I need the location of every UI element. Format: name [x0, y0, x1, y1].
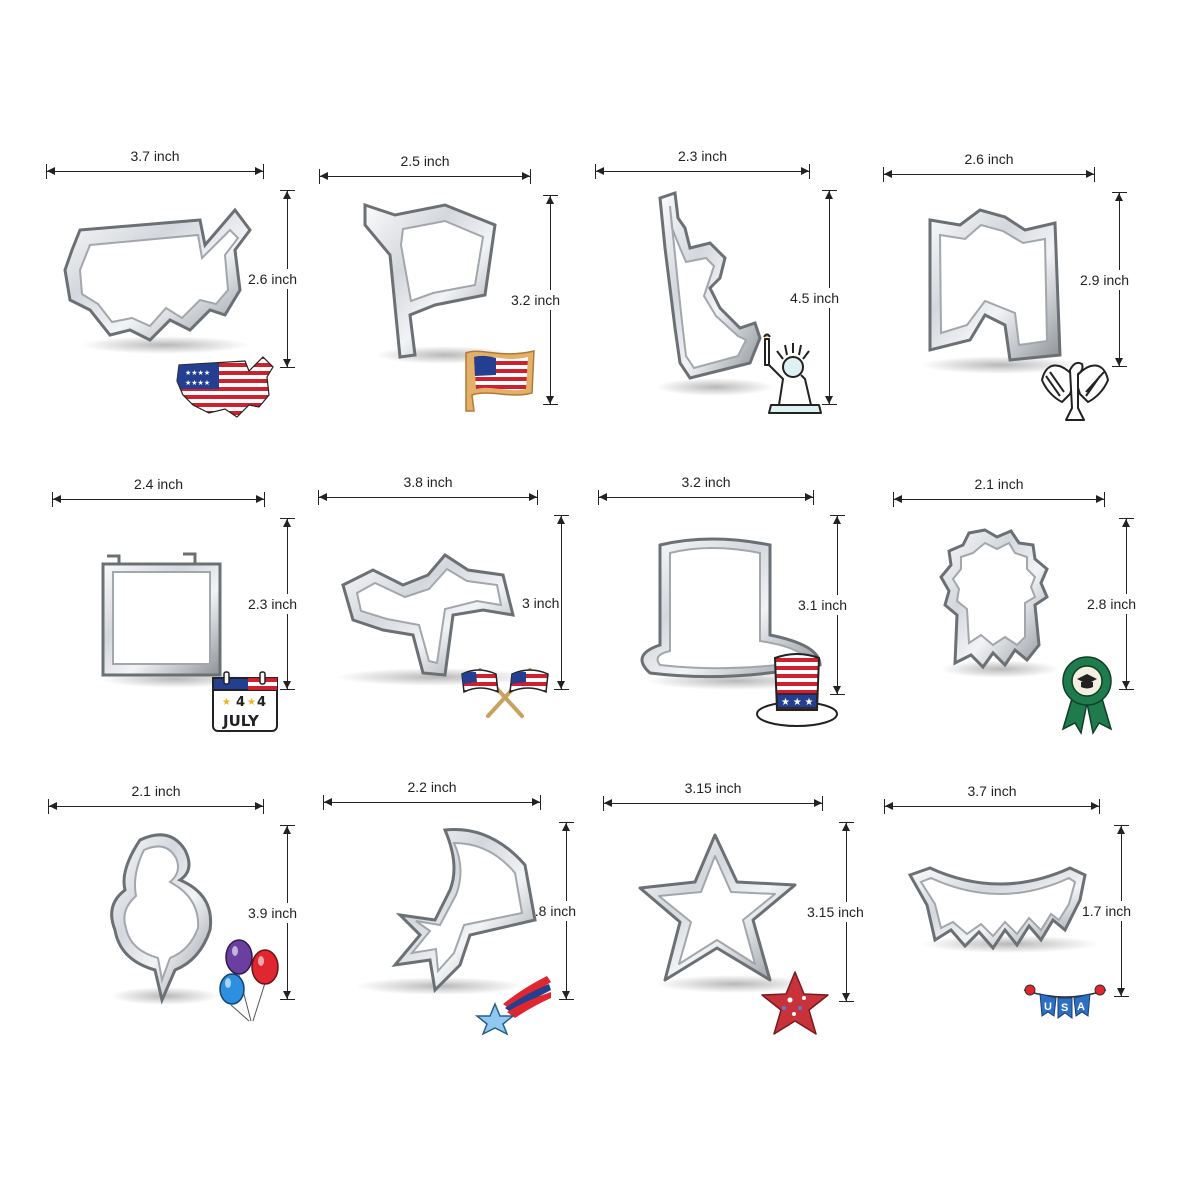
width-dimension: 2.3 inch [595, 148, 810, 182]
height-label: 2.9 inch [1080, 269, 1130, 290]
height-dimension: 2.9 inch [1080, 192, 1130, 367]
height-label: 3.2 inch [511, 290, 561, 310]
width-label: 2.1 inch [968, 476, 1030, 492]
height-dimension: 3.15 inch [807, 822, 864, 1002]
flag-cutter [363, 202, 497, 359]
award-ribbon-cutter [939, 528, 1049, 670]
svg-text:★: ★ [222, 697, 231, 708]
height-dimension: 1.7 inch [1082, 825, 1132, 997]
statue-of-liberty-cutter-item: 2.3 inch 4.5 inch [595, 148, 895, 480]
width-dimension: 3.2 inch [598, 474, 814, 508]
cutter-shadow [655, 378, 775, 396]
height-label: 3.9 inch [248, 902, 298, 923]
width-dimension: 2.6 inch [883, 151, 1095, 185]
eagle-icon [1041, 361, 1109, 421]
width-dimension: 2.2 inch [323, 779, 541, 813]
svg-text:★★★★: ★★★★ [185, 379, 210, 387]
balloons-cutter [110, 833, 213, 1005]
width-dimension: 2.4 inch [52, 476, 265, 510]
star-cutter-item: 3.15 inch 3.15 inch [595, 780, 895, 1115]
width-label: 2.4 inch [127, 476, 190, 492]
eagle-cutter [928, 208, 1062, 362]
width-dimension: 2.5 inch [319, 153, 531, 187]
height-label: 3.1 inch [798, 595, 848, 615]
height-dimension: 3.1 inch [798, 515, 848, 695]
width-label: 2.2 inch [401, 779, 463, 795]
usa-map-cutter-item: 3.7 inch 2.6 inch ★★★★ ★★★★ [30, 148, 330, 480]
height-label: 3.15 inch [807, 902, 864, 922]
width-dimension: 3.15 inch [603, 780, 823, 814]
shooting-star-icon [474, 976, 551, 1036]
svg-text:★ ★ ★: ★ ★ ★ [781, 697, 813, 708]
height-label: 2.3 inch [248, 594, 298, 614]
svg-text:★★★★: ★★★★ [185, 369, 210, 377]
width-label: 3.7 inch [961, 783, 1023, 799]
width-dimension: 2.1 inch [893, 476, 1105, 510]
height-dimension: 2.8 inch [1087, 518, 1137, 690]
width-label: 3.15 inch [678, 780, 748, 796]
award-ribbon-icon [1061, 656, 1113, 736]
crossed-flags-cutter-item: 3.8 inch 3 inch [315, 474, 615, 810]
width-label: 3.8 inch [397, 474, 459, 490]
height-label: 2.8 inch [1087, 594, 1137, 614]
width-dimension: 2.1 inch [48, 783, 264, 817]
height-dimension: 3 inch [522, 515, 572, 690]
crossed-flags-cutter [341, 553, 516, 677]
width-label: 2.1 inch [125, 783, 187, 799]
height-dimension: 3.9 inch [248, 825, 298, 1000]
width-label: 2.6 inch [958, 151, 1020, 167]
height-dimension: 2.6 inch [248, 190, 298, 368]
flag-cutter-item: 2.5 inch 3.2 inch [315, 150, 615, 480]
width-dimension: 3.8 inch [318, 474, 538, 508]
width-label: 3.7 inch [124, 148, 186, 164]
shooting-star-cutter-item: 2.2 inch 2.8 inch [315, 779, 615, 1115]
usa-banner-icon: U S A [1023, 984, 1107, 1019]
shooting-star-cutter [391, 827, 537, 994]
cutter-shadow [940, 660, 1060, 678]
flag-cookie-icon [465, 350, 535, 412]
july-word: JULY [222, 712, 260, 730]
uncle-sam-hat-icon: ★ ★ ★ [756, 653, 838, 727]
award-ribbon-cutter-item: 2.1 inch 2.8 inch [880, 476, 1180, 810]
cutter-shadow [80, 336, 250, 354]
cutter-shadow [920, 356, 1080, 374]
usa-map-cutter [63, 207, 252, 342]
statue-of-liberty-icon [763, 333, 822, 414]
july-number-right: 4 [257, 695, 266, 710]
height-dimension: 2.8 inch [527, 822, 577, 1000]
statue-of-liberty-cutter [658, 190, 762, 380]
height-dimension: 2.3 inch [248, 518, 298, 690]
usa-map-icon: ★★★★ ★★★★ [176, 356, 274, 418]
square-cutter-item: 2.4 inch 2.3 inch ★ 4 4 ★ JULY [30, 476, 330, 810]
width-dimension: 3.7 inch [884, 783, 1100, 817]
eagle-cutter-item: 2.6 inch 2.9 inch [880, 150, 1180, 480]
width-label: 3.2 inch [675, 474, 737, 490]
banner-cutter-item: 3.7 inch 1.7 inch U S A [880, 783, 1180, 1115]
height-dimension: 3.2 inch [511, 195, 561, 405]
july-number-left: 4 [236, 695, 245, 710]
balloons-cutter-item: 2.1 inch 3.9 inch [30, 783, 330, 1115]
height-dimension: 4.5 inch [790, 190, 840, 405]
crossed-flags-icon [461, 668, 549, 718]
banner-letter-s: S [1061, 1002, 1068, 1014]
banner-cutter [907, 866, 1087, 951]
svg-text:★: ★ [247, 697, 256, 708]
balloons-icon [219, 939, 279, 1022]
banner-letter-a: A [1077, 1001, 1085, 1013]
cutter-shadow [655, 975, 815, 993]
top-hat-cutter-item: 3.2 inch 3.1 inch ★ ★ ★ [595, 474, 895, 810]
height-label: 2.6 inch [248, 269, 298, 289]
width-label: 2.3 inch [671, 148, 734, 164]
height-label: 3 inch [522, 592, 560, 613]
height-label: 4.5 inch [790, 287, 840, 308]
width-label: 2.5 inch [394, 153, 456, 169]
star-cookie-icon [761, 971, 829, 1035]
height-label: 1.7 inch [1082, 901, 1132, 921]
banner-letter-u: U [1044, 1001, 1052, 1013]
height-label: 2.8 inch [527, 901, 577, 921]
july-calendar-icon: ★ 4 4 ★ JULY [212, 671, 278, 732]
width-dimension: 3.7 inch [46, 148, 264, 182]
square-cutter [101, 552, 222, 677]
star-cutter [638, 833, 797, 982]
